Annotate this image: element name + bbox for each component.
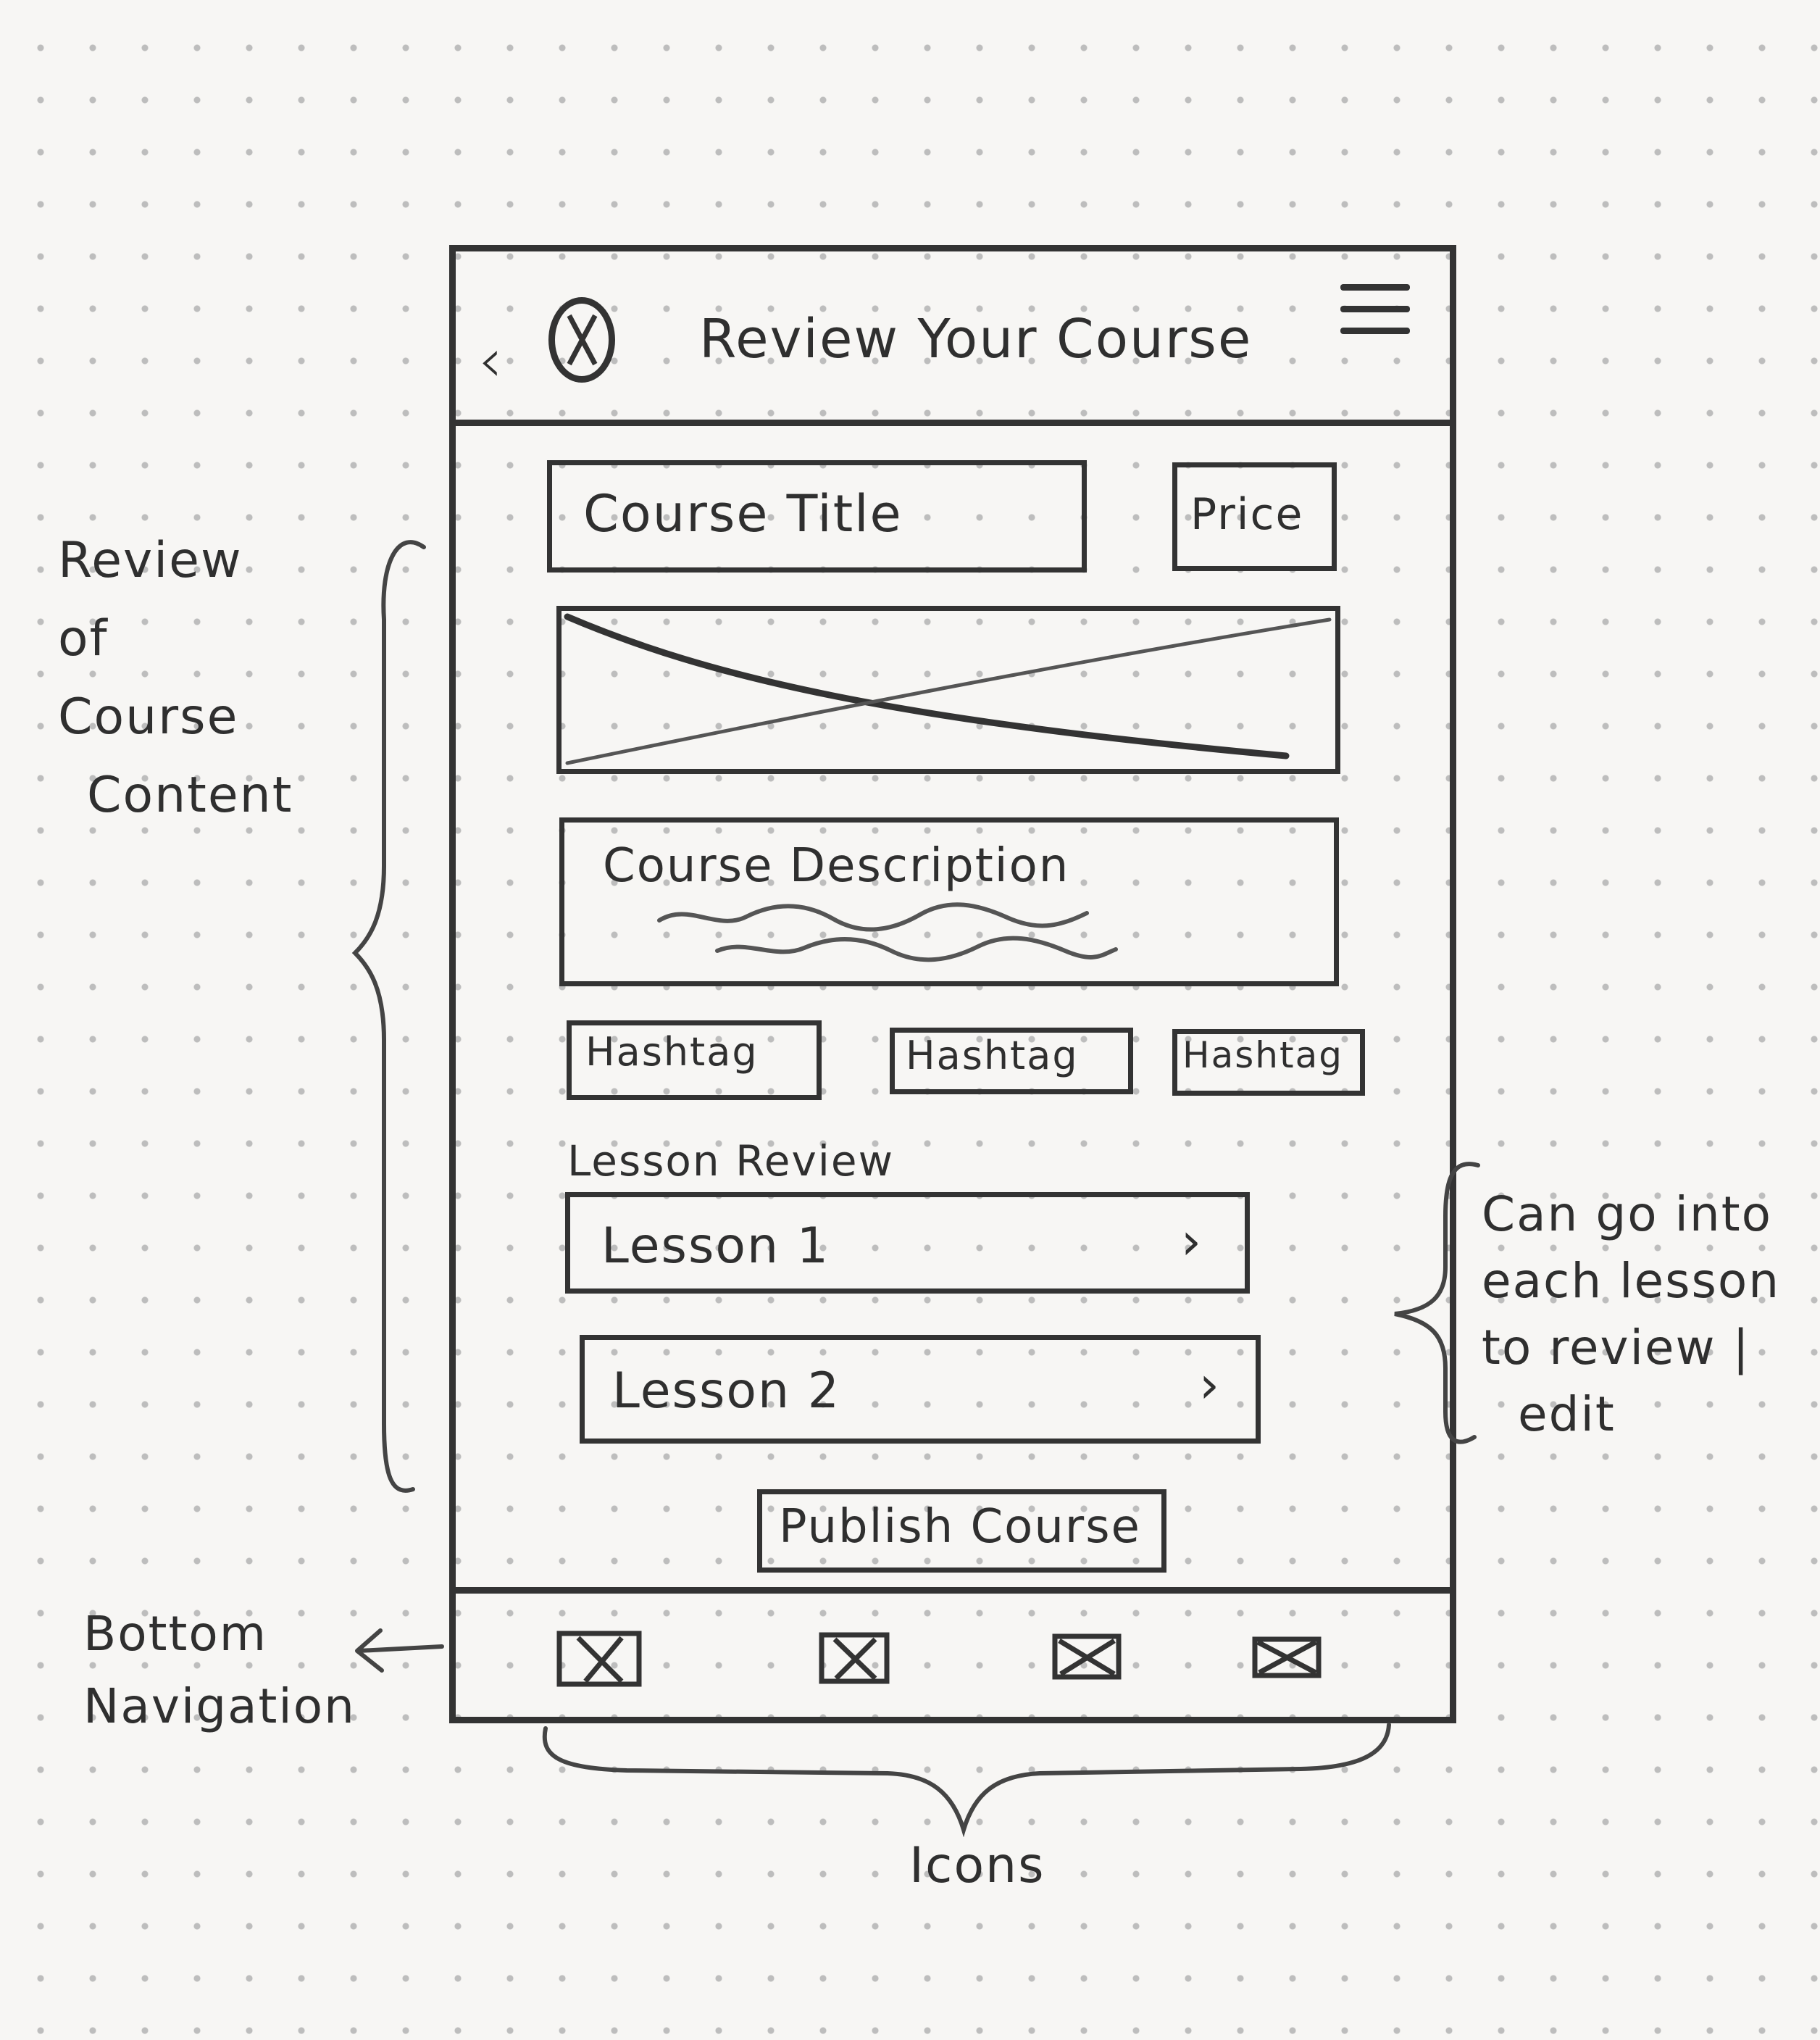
lesson-row[interactable] (580, 1335, 1261, 1444)
course-title-label: Course Title (583, 484, 903, 544)
nav-icon-placeholder[interactable] (1052, 1633, 1122, 1680)
image-placeholder-icon (564, 613, 1332, 765)
hashtag-chip[interactable] (1172, 1029, 1365, 1096)
lesson-label: Lesson 1 (601, 1217, 830, 1275)
chevron-right-icon: › (1199, 1355, 1221, 1415)
description-placeholder-lines (657, 902, 1118, 962)
hashtag-label: Hashtag (906, 1033, 1079, 1078)
circle-x-logo-icon (548, 297, 615, 383)
price-field[interactable] (1172, 462, 1337, 571)
back-chevron-icon[interactable]: ‹ (478, 325, 504, 396)
publish-course-button[interactable] (757, 1489, 1166, 1573)
bottom-curly-brace (542, 1723, 1391, 1837)
nav-icon-placeholder[interactable] (1252, 1636, 1322, 1678)
hamburger-menu-icon[interactable] (1340, 284, 1410, 336)
lesson-edit-annotation: Can go into each lesson to review | edit (1482, 1186, 1781, 1442)
hashtag-chip[interactable] (890, 1028, 1133, 1094)
hashtag-chip[interactable] (567, 1020, 822, 1100)
hashtag-label: Hashtag (585, 1029, 759, 1075)
course-description-field[interactable] (559, 817, 1339, 986)
icons-annotation: Icons (909, 1837, 1045, 1894)
bottom-navigation-annotation: Bottom Navigation (83, 1606, 356, 1734)
course-title-field[interactable] (547, 460, 1087, 573)
lesson-label: Lesson 2 (612, 1362, 840, 1420)
right-curly-brace (1394, 1162, 1480, 1444)
chevron-right-icon: › (1181, 1212, 1203, 1271)
app-header (449, 245, 1456, 426)
course-content-annotation: Review of Course Content (58, 532, 293, 824)
lesson-row[interactable] (565, 1192, 1250, 1294)
page-title: Review Your Course (699, 308, 1253, 370)
bottom-navigation (449, 1587, 1456, 1723)
nav-icon-placeholder[interactable] (556, 1631, 642, 1687)
hashtag-label: Hashtag (1182, 1034, 1343, 1076)
lesson-review-heading: Lesson Review (567, 1136, 895, 1186)
publish-course-label: Publish Course (779, 1500, 1141, 1554)
course-description-label: Course Description (603, 839, 1070, 893)
course-image-placeholder[interactable] (556, 606, 1340, 774)
left-curly-brace (351, 540, 426, 1493)
nav-icon-placeholder[interactable] (819, 1632, 890, 1684)
price-label: Price (1190, 489, 1304, 540)
arrow-left-icon (355, 1628, 444, 1673)
